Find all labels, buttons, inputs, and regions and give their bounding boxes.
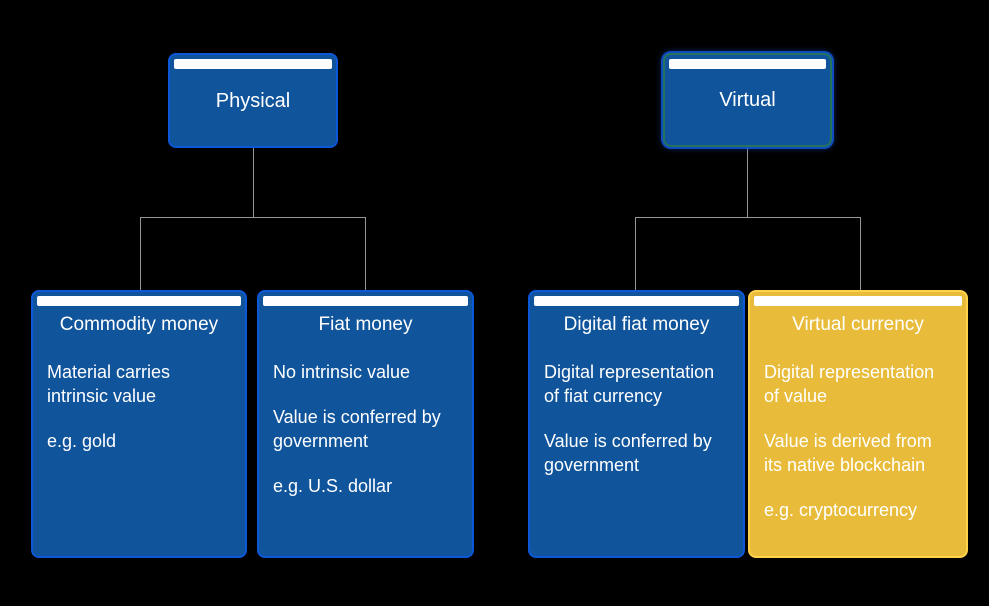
node-body: Digital representation of value Value is… [750, 360, 966, 522]
body-paragraph: Value is derived from its native blockch… [764, 431, 932, 475]
body-paragraph: Value is conferred by government [273, 407, 441, 451]
body-paragraph: e.g. gold [47, 431, 117, 451]
edge-virtual-to-digital-fiat-money[interactable] [635, 217, 636, 290]
node-virtual-currency[interactable]: Virtual currency Digital representation … [748, 290, 968, 558]
edge-virtual-crossbar[interactable] [635, 217, 861, 218]
node-body: No intrinsic value Value is conferred by… [259, 360, 472, 498]
node-title-strip [669, 59, 826, 69]
body-paragraph: No intrinsic value [273, 362, 411, 382]
node-title-strip [534, 296, 739, 306]
node-title: Virtual currency [792, 314, 924, 335]
body-paragraph: Digital representation of fiat currency [544, 362, 715, 406]
body-paragraph: Digital representation of value [764, 362, 935, 406]
node-title-strip [263, 296, 468, 306]
node-virtual[interactable]: Virtual [663, 53, 832, 147]
node-digital-fiat-money[interactable]: Digital fiat money Digital representatio… [528, 290, 745, 558]
node-title-strip [174, 59, 332, 69]
node-title-strip [754, 296, 962, 306]
node-title: Fiat money [318, 314, 413, 335]
node-body: Material carries intrinsic value e.g. go… [33, 360, 245, 453]
edge-virtual-to-virtual-currency[interactable] [860, 217, 861, 290]
body-paragraph: e.g. cryptocurrency [764, 500, 918, 520]
node-title: Digital fiat money [563, 314, 710, 335]
body-paragraph: Material carries intrinsic value [47, 362, 171, 406]
node-physical[interactable]: Physical [168, 53, 338, 148]
node-title: Commodity money [59, 314, 219, 335]
node-body: Digital representation of fiat currency … [530, 360, 743, 477]
edge-virtual-stem[interactable] [747, 147, 748, 217]
edge-physical-stem[interactable] [253, 148, 254, 217]
node-title-strip [37, 296, 241, 306]
body-paragraph: Value is conferred by government [544, 431, 712, 475]
edge-physical-to-commodity-money[interactable] [140, 217, 141, 290]
node-title: Virtual [719, 89, 776, 111]
edge-physical-crossbar[interactable] [140, 217, 366, 218]
edge-physical-to-fiat-money[interactable] [365, 217, 366, 290]
body-paragraph: e.g. U.S. dollar [273, 476, 393, 496]
node-title: Physical [215, 89, 291, 112]
node-fiat-money[interactable]: Fiat money No intrinsic value Value is c… [257, 290, 474, 558]
node-commodity-money[interactable]: Commodity money Material carries intrins… [31, 290, 247, 558]
